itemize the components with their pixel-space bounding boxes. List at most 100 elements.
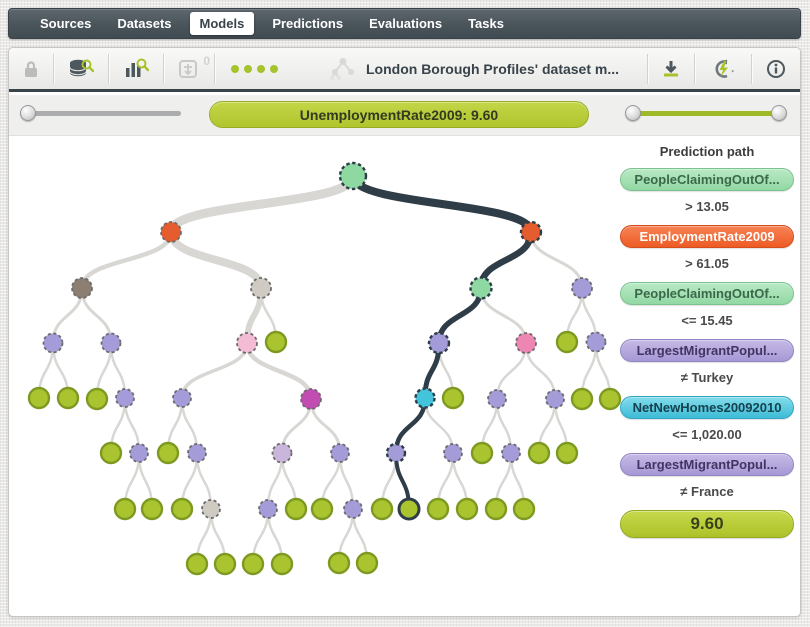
tree-node-leaf[interactable]: [555, 441, 579, 465]
nav-tab-datasets[interactable]: Datasets: [117, 16, 172, 31]
tree-node[interactable]: [71, 277, 93, 299]
tree-node-leaf[interactable]: [370, 497, 394, 521]
range-slider-knob-left[interactable]: [625, 105, 641, 121]
tree-node-predicted-leaf[interactable]: [397, 497, 421, 521]
tree-node[interactable]: [271, 442, 293, 464]
tree-node[interactable]: [300, 388, 322, 410]
tree-node[interactable]: [172, 388, 192, 408]
tree-node[interactable]: [236, 332, 258, 354]
support-slider-knob[interactable]: [20, 105, 36, 121]
prediction-path-operator: > 61.05: [685, 256, 729, 271]
tree-node-leaf[interactable]: [27, 386, 51, 410]
tree-node[interactable]: [571, 277, 593, 299]
nav-tab-tasks[interactable]: Tasks: [468, 16, 504, 31]
more-options-dots[interactable]: [215, 64, 294, 73]
tree-node[interactable]: [385, 442, 407, 464]
tree-node-leaf[interactable]: [213, 552, 237, 576]
toolbar-divider: [694, 53, 695, 84]
tree-node[interactable]: [343, 499, 363, 519]
toolbar-divider: [163, 53, 164, 84]
prediction-path-field: EmploymentRate2009: [620, 225, 794, 248]
tree-node-leaf[interactable]: [140, 497, 164, 521]
tree-node-leaf[interactable]: [99, 441, 123, 465]
tree-node-leaf[interactable]: [426, 497, 450, 521]
tree-node[interactable]: [42, 332, 64, 354]
toolbar-divider: [647, 53, 648, 84]
tree-node-leaf[interactable]: [441, 386, 465, 410]
model-title-group: London Borough Profiles' dataset m...: [328, 56, 647, 82]
menu-dot: [231, 64, 239, 73]
range-slider-track[interactable]: [633, 111, 785, 116]
tree-node[interactable]: [115, 388, 135, 408]
tree-node[interactable]: [487, 389, 507, 409]
download-icon[interactable]: [648, 48, 694, 89]
tree-node-leaf[interactable]: [264, 330, 288, 354]
nav-tab-evaluations[interactable]: Evaluations: [369, 16, 443, 31]
tree-node[interactable]: [187, 443, 207, 463]
tree-node[interactable]: [545, 389, 565, 409]
tree-node-leaf[interactable]: [327, 551, 351, 575]
tree-node-leaf[interactable]: [512, 497, 536, 521]
tree-node-leaf[interactable]: [241, 552, 265, 576]
tree-node[interactable]: [414, 387, 436, 409]
support-slider-track[interactable]: [28, 111, 181, 116]
tree-edge-prediction-path: [349, 172, 535, 236]
tree-node[interactable]: [129, 443, 149, 463]
nav-tab-models[interactable]: Models: [189, 12, 255, 35]
prediction-path-operator: <= 15.45: [681, 313, 733, 328]
tree-node-leaf[interactable]: [170, 497, 194, 521]
tree-node[interactable]: [250, 277, 272, 299]
tree-node[interactable]: [100, 332, 122, 354]
tree-node[interactable]: [427, 331, 451, 355]
tree-node-leaf[interactable]: [310, 497, 334, 521]
tree-node[interactable]: [515, 332, 537, 354]
tree-node[interactable]: [585, 331, 607, 353]
batch-prediction-icon[interactable]: 0: [164, 48, 214, 89]
tree-node[interactable]: [160, 221, 182, 243]
tree-node-leaf[interactable]: [570, 387, 594, 411]
tree-node-leaf[interactable]: [156, 441, 180, 465]
tree-node-leaf[interactable]: [355, 551, 379, 575]
tree-node-leaf[interactable]: [527, 441, 551, 465]
tree-node-leaf[interactable]: [270, 552, 294, 576]
tree-node[interactable]: [519, 220, 543, 244]
actions-lightning-icon[interactable]: [695, 48, 751, 89]
prediction-path-operator: ≠ France: [680, 484, 734, 499]
tree-node[interactable]: [201, 499, 221, 519]
tree-node[interactable]: [330, 443, 350, 463]
tree-node-leaf[interactable]: [598, 387, 622, 411]
tree-node-leaf[interactable]: [185, 552, 209, 576]
tree-node[interactable]: [258, 499, 278, 519]
tree-node[interactable]: [469, 276, 493, 300]
tree-node-leaf[interactable]: [555, 330, 579, 354]
prediction-path-field: PeopleClaimingOutOf...: [620, 168, 794, 191]
dataset-search-icon[interactable]: [54, 48, 108, 89]
model-title: London Borough Profiles' dataset m...: [366, 60, 620, 77]
nav-tab-predictions[interactable]: Predictions: [272, 16, 344, 31]
prediction-path-operator: <= 1,020.00: [672, 427, 742, 442]
nav-tab-sources[interactable]: Sources: [40, 16, 92, 31]
tree-node[interactable]: [501, 443, 521, 463]
tree-node-leaf[interactable]: [113, 497, 137, 521]
menu-dot: [270, 64, 278, 73]
decision-tree-canvas[interactable]: [9, 136, 802, 617]
prediction-path-panel: Prediction path PeopleClaimingOutOf...> …: [620, 144, 794, 538]
tree-node-leaf[interactable]: [455, 497, 479, 521]
range-slider-knob-right[interactable]: [771, 105, 787, 121]
tree-node-leaf[interactable]: [470, 441, 494, 465]
info-icon[interactable]: [752, 48, 800, 89]
model-tree-icon: [329, 57, 354, 80]
tree-node-leaf[interactable]: [56, 386, 80, 410]
top-nav: Sources Datasets Models Predictions Evaluati…: [8, 8, 801, 39]
tree-node-leaf[interactable]: [484, 497, 508, 521]
lock-icon[interactable]: [9, 48, 53, 89]
prediction-path-operator: ≠ Turkey: [680, 370, 734, 385]
tree-node-leaf[interactable]: [85, 387, 109, 411]
menu-dot: [244, 64, 252, 73]
tree-edge: [180, 341, 249, 400]
tree-node-leaf[interactable]: [284, 497, 308, 521]
tree-node[interactable]: [338, 161, 368, 191]
chart-search-icon[interactable]: [109, 48, 163, 89]
tree-node[interactable]: [443, 443, 463, 463]
menu-dot: [257, 64, 265, 73]
